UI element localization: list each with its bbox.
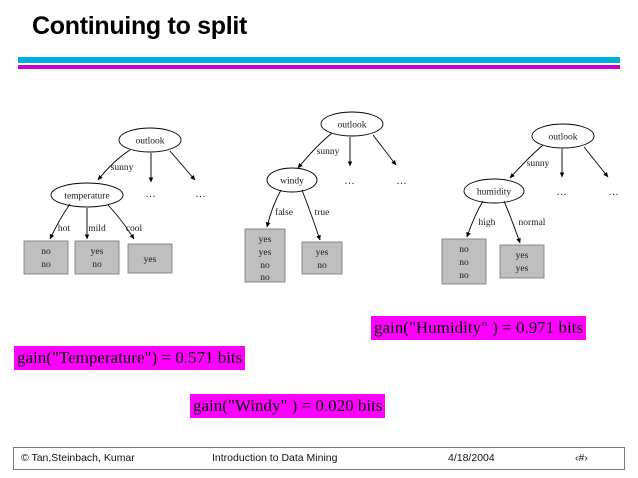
tree-edge-root-to-windy	[297, 132, 333, 169]
decision-tree-humidity: outlook sunny ... ... humidity high norm…	[441, 123, 620, 285]
tree-edge-root-to-humidity	[509, 144, 544, 179]
tree-edge-label-mild: mild	[88, 224, 106, 234]
tree-node-humidity: humidity	[463, 178, 525, 204]
tree-edge-label-sunny: sunny	[111, 163, 134, 173]
tree-ellipsis-node: ...	[345, 176, 356, 187]
gain-label-temperature: gain("Temperature") = 0.571 bits	[14, 346, 246, 370]
tree-node-label: outlook	[337, 121, 366, 131]
tree-edge-label-high: high	[479, 218, 496, 228]
footer-date: 4/18/2004	[448, 452, 495, 464]
tree-leaf-line: yes	[259, 235, 272, 245]
tree-edge-hot	[49, 203, 71, 240]
tree-node-label: temperature	[64, 192, 109, 202]
footer-course-title: Introduction to Data Mining	[212, 452, 338, 464]
tree-ellipsis-node: ...	[557, 187, 568, 198]
tree-leaf-line: no	[260, 261, 270, 271]
tree-ellipsis-node: ...	[609, 187, 620, 198]
tree-leaf-line: no	[317, 261, 327, 271]
tree-leaf-node: yes yes no no	[244, 228, 286, 283]
tree-edge-root-right	[583, 146, 609, 178]
tree-node-label: outlook	[548, 133, 577, 143]
tree-leaf-node: yes yes	[499, 244, 545, 279]
tree-leaf-line: no	[459, 245, 469, 255]
gain-label-windy: gain("Windy" ) = 0.020 bits	[190, 394, 386, 418]
tree-edge-label-true: true	[315, 208, 330, 218]
tree-leaf-node: yes	[127, 243, 173, 274]
tree-leaf-line: yes	[144, 255, 157, 265]
tree-edge-true	[301, 189, 321, 241]
tree-ellipsis-node: ...	[397, 176, 408, 187]
tree-edge-cool	[107, 204, 135, 240]
tree-edge-false	[265, 189, 282, 228]
tree-leaf-line: yes	[316, 248, 329, 258]
title-divider	[18, 56, 620, 72]
tree-leaf-node: no no no	[441, 238, 487, 285]
tree-node-root: outlook	[531, 123, 595, 149]
footer-page-number: ‹#›	[575, 452, 588, 464]
decision-tree-windy: outlook sunny ... ... windy false true y…	[244, 111, 408, 283]
tree-edge-label-normal: normal	[519, 218, 546, 228]
tree-leaf-line: yes	[516, 251, 529, 261]
tree-edge-root-right	[169, 150, 196, 181]
tree-node-root: outlook	[320, 111, 384, 137]
tree-node-label: humidity	[477, 188, 512, 198]
tree-leaf-line: no	[41, 260, 51, 270]
tree-leaf-line: no	[41, 247, 51, 257]
footer-copyright: © Tan,Steinbach, Kumar	[21, 452, 135, 464]
tree-leaf-line: yes	[259, 248, 272, 258]
tree-ellipsis-node: ...	[196, 189, 207, 200]
tree-leaf-line: no	[260, 273, 270, 283]
tree-edge-label-hot: hot	[58, 224, 71, 234]
tree-edge-label-sunny: sunny	[527, 159, 550, 169]
tree-edge-high	[466, 200, 484, 238]
divider-bar-cyan	[18, 56, 620, 63]
tree-leaf-line: yes	[91, 247, 104, 257]
decision-tree-diagrams: outlook sunny ... ... temperature hot mi…	[0, 98, 638, 303]
tree-edge-root-right	[372, 134, 397, 166]
tree-edge-label-cool: cool	[126, 224, 143, 234]
tree-leaf-node: yes no	[301, 241, 343, 275]
tree-node-temperature: temperature	[50, 182, 124, 208]
tree-leaf-line: no	[459, 258, 469, 268]
tree-edge-label-sunny: sunny	[317, 147, 340, 157]
tree-leaf-node: yes no	[74, 240, 120, 275]
tree-node-windy: windy	[266, 167, 318, 193]
tree-node-root: outlook	[118, 127, 182, 153]
tree-node-label: outlook	[135, 137, 164, 147]
tree-edge-root-to-temperature	[97, 149, 131, 181]
tree-leaf-line: no	[459, 271, 469, 281]
tree-edge-label-false: false	[275, 207, 293, 218]
tree-leaf-line: yes	[516, 264, 529, 274]
divider-bar-magenta	[18, 65, 620, 69]
tree-leaf-line: no	[92, 260, 102, 270]
tree-leaf-node: no no	[23, 240, 69, 275]
page-title: Continuing to split	[32, 12, 248, 40]
decision-tree-temperature: outlook sunny ... ... temperature hot mi…	[23, 127, 207, 275]
tree-node-label: windy	[280, 177, 304, 187]
tree-ellipsis-node: ...	[146, 189, 157, 200]
gain-label-humidity: gain("Humidity" ) = 0.971 bits	[371, 316, 587, 340]
tree-edge-normal	[503, 200, 521, 244]
slide-footer: © Tan,Steinbach, Kumar Introduction to D…	[13, 447, 625, 470]
